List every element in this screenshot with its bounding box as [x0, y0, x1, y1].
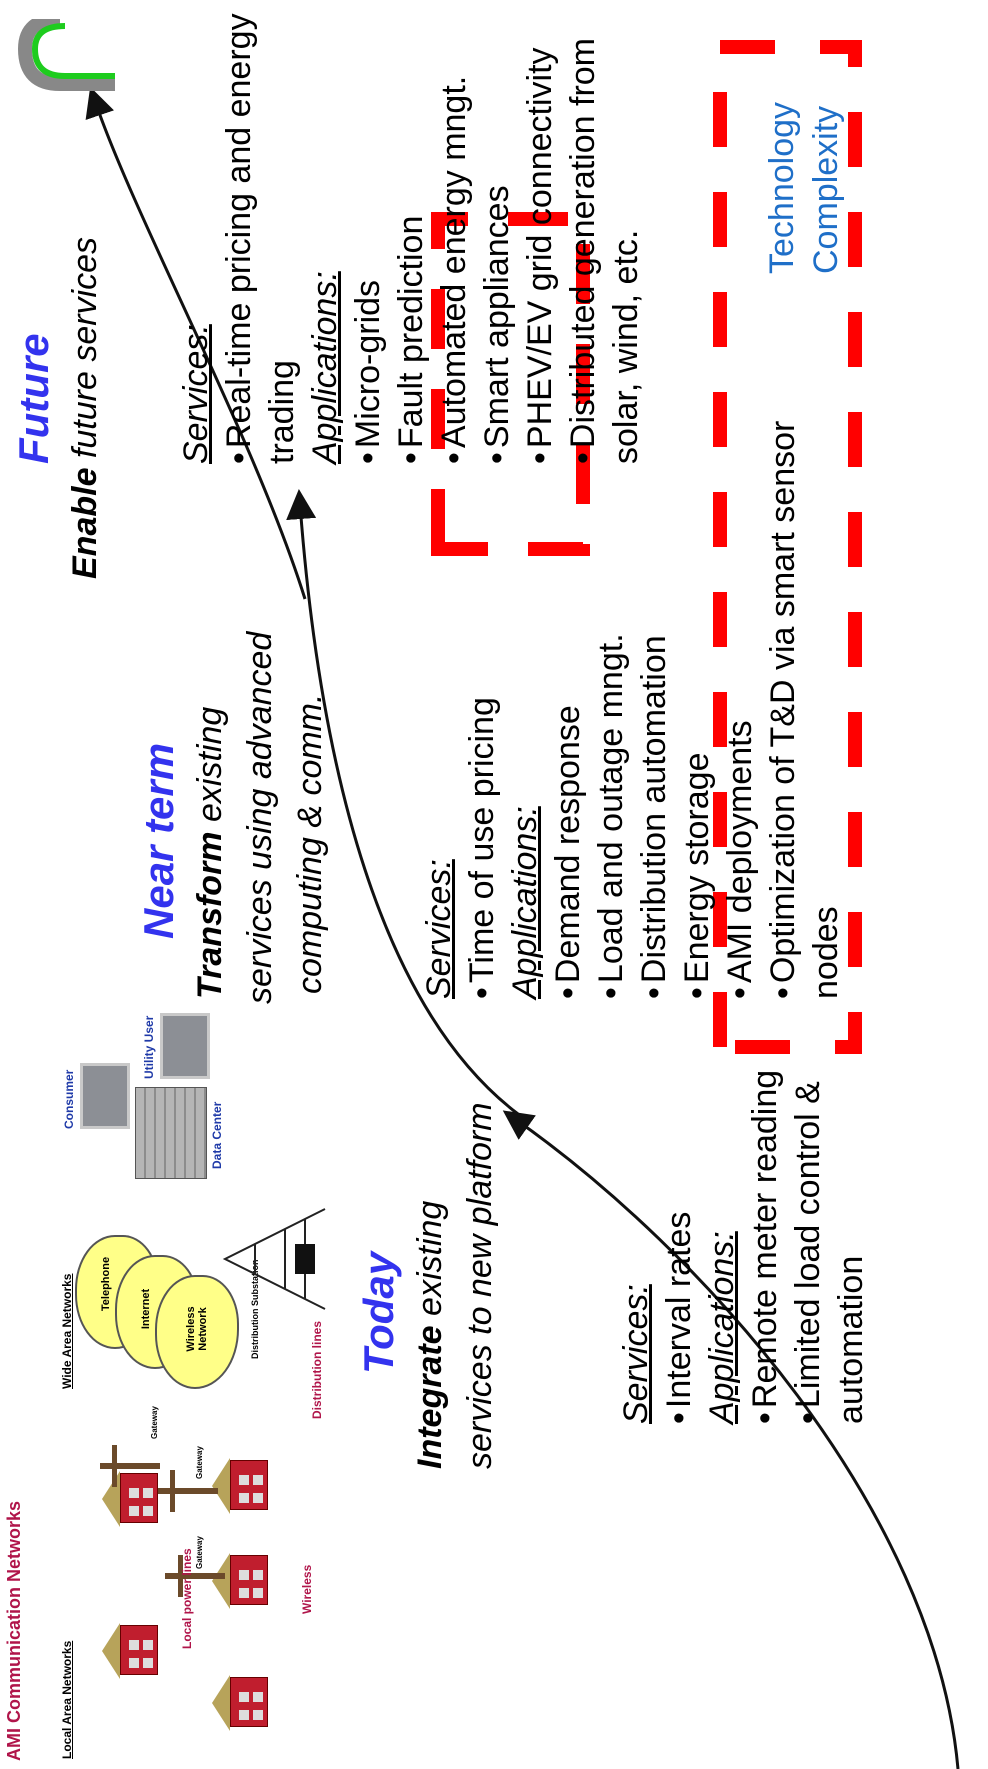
curve-future: [85, 86, 307, 600]
near-application-4: Energy storage: [676, 753, 719, 1000]
gateway-label-1: Gateway: [195, 1536, 204, 1569]
today-tag-rest: existing: [411, 1200, 449, 1326]
today-applications-label: Applications:: [703, 1231, 741, 1424]
data-center-label: Data Center: [210, 1101, 224, 1169]
near-tag-line2: services using advanced: [241, 631, 279, 1004]
era-future: Future: [10, 333, 57, 464]
future-services-label: Services:: [177, 324, 215, 464]
local-power-lines-label: Local power lines: [180, 1548, 194, 1649]
near-application-1: Demand response: [547, 705, 590, 999]
today-application-2-cont: automation: [832, 1255, 870, 1424]
distribution-lines-label: Distribution lines: [310, 1320, 324, 1419]
curve-today: [502, 1110, 960, 1769]
era-near-term: Near term: [135, 742, 182, 939]
future-applications-label: Applications:: [306, 271, 344, 464]
future-application-6-cont: solar, wind, etc.: [607, 229, 645, 464]
utility-user-computer-icon: [160, 1013, 210, 1079]
future-application-2: Fault prediction: [390, 216, 433, 464]
near-application-6-cont: nodes: [807, 906, 845, 999]
green-arch-logo-icon: [17, 19, 115, 91]
era-today: Today: [355, 1251, 402, 1374]
gateway-label-3: Gateway: [195, 1446, 204, 1479]
power-pole-2-bar: [112, 1445, 117, 1487]
wireless-network-label: Wireless Network: [185, 1306, 209, 1352]
today-tag-line2: services to new platform: [461, 1102, 499, 1469]
local-area-header: Local Area Networks: [60, 1640, 74, 1759]
near-tagline: Transform existing: [185, 707, 235, 999]
future-service-1-cont: trading: [263, 360, 301, 464]
near-tag-bold: Transform: [191, 831, 229, 999]
data-center-server-icon: [135, 1087, 207, 1179]
power-pole-3-bar: [170, 1470, 175, 1512]
future-application-5: PHEV/EV grid connectivity: [519, 47, 562, 464]
power-pole-1: [165, 1573, 225, 1579]
today-application-2: Limited load control &: [787, 1081, 830, 1424]
curve-near: [286, 489, 519, 1116]
today-services-label: Services:: [617, 1284, 655, 1424]
today-application-1: Remote meter reading: [744, 1070, 787, 1424]
today-tag-bold: Integrate: [411, 1325, 449, 1469]
network-title: AMI Communication Networks: [4, 1500, 24, 1761]
future-application-6: Distributed generation from: [562, 38, 605, 464]
internet-label: Internet: [140, 1288, 152, 1330]
power-pole-3: [158, 1488, 218, 1494]
future-tag-rest: future services: [66, 236, 104, 468]
near-service-1: Time of use pricing: [461, 697, 504, 999]
substation-tower-icon: [222, 1208, 326, 1310]
dashed-box-near: [713, 40, 862, 1054]
axis-label-line2: Complexity: [807, 105, 845, 274]
near-applications-label: Applications:: [506, 806, 544, 999]
consumer-label: Consumer: [62, 1069, 76, 1129]
near-application-5: AMI deployments: [719, 720, 762, 999]
technology-complexity-label: Technology Complexity: [760, 102, 848, 274]
gateway-label-2: Gateway: [150, 1406, 159, 1439]
power-pole-2: [100, 1463, 160, 1469]
future-application-1: Micro-grids: [347, 280, 390, 464]
near-application-2: Load and outage mngt.: [590, 633, 633, 999]
near-application-3: Distribution automation: [633, 635, 676, 999]
near-tag-line3: computing & comm.: [291, 693, 329, 994]
utility-user-label: Utility User: [142, 1015, 156, 1079]
future-application-3: Automated energy mngt.: [433, 76, 476, 464]
wireless-label: Wireless: [300, 1564, 314, 1614]
future-tagline: Enable future services: [60, 237, 110, 579]
today-service-1: Interval rates: [658, 1212, 701, 1424]
wide-area-header: Wide Area Networks: [60, 1273, 74, 1389]
future-application-4: Smart appliances: [476, 185, 519, 464]
near-tag-rest: existing: [191, 706, 229, 832]
consumer-computer-icon: [80, 1063, 130, 1129]
future-tag-bold: Enable: [66, 467, 104, 579]
telephone-label: Telephone: [100, 1256, 112, 1312]
today-tagline: Integrate existing: [405, 1201, 455, 1469]
future-service-1: Real-time pricing and energy: [218, 13, 261, 464]
axis-label-line1: Technology: [763, 101, 801, 274]
near-services-label: Services:: [420, 859, 458, 999]
near-application-6: Optimization of T&D via smart sensor: [762, 421, 805, 999]
